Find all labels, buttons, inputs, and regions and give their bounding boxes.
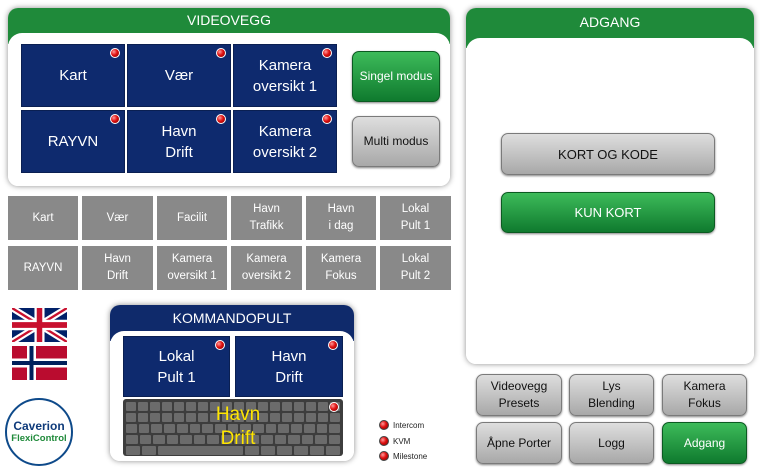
light-blending-button[interactable]: Lys Blending — [569, 374, 654, 416]
access-panel: ADGANG — [466, 8, 754, 364]
logo-line-2: FlexiControl — [11, 433, 67, 444]
source-facilit[interactable]: Facilit — [157, 196, 227, 240]
tile-label: Lokal Pult 1 — [157, 347, 196, 386]
videowall-tile-map[interactable]: Kart — [21, 44, 125, 107]
videowall-tile-camera-overview-2[interactable]: Kamera oversikt 2 — [233, 110, 337, 173]
uk-flag-icon[interactable] — [12, 308, 67, 342]
status-label: KVM — [393, 436, 411, 446]
status-dot-icon — [322, 114, 332, 124]
single-mode-button[interactable]: Singel modus — [352, 51, 440, 102]
status-dot-icon — [215, 340, 225, 350]
source-lokal-pult-2[interactable]: Lokal Pult 2 — [380, 246, 451, 290]
tile-label: RAYVN — [47, 133, 99, 150]
status-label: Milestone — [393, 451, 428, 461]
access-button[interactable]: Adgang — [662, 422, 747, 464]
source-lokal-pult-1[interactable]: Lokal Pult 1 — [380, 196, 451, 240]
tile-label: Havn Drift — [161, 122, 197, 161]
log-button[interactable]: Logg — [569, 422, 654, 464]
norway-flag-icon[interactable] — [12, 346, 67, 380]
open-gates-button[interactable]: Åpne Porter — [476, 422, 562, 464]
status-intercom: Intercom — [379, 420, 424, 430]
status-dot-icon — [110, 48, 120, 58]
status-led-icon — [379, 420, 389, 430]
tile-label: Kart — [59, 67, 87, 84]
card-and-code-button[interactable]: KORT OG KODE — [501, 133, 715, 175]
source-kart[interactable]: Kart — [8, 196, 78, 240]
source-kamera-oversikt-1[interactable]: Kamera oversikt 1 — [157, 246, 227, 290]
keyboard-icon[interactable]: Havn Drift — [123, 399, 343, 456]
status-dot-icon — [110, 114, 120, 124]
videowall-tile-weather[interactable]: Vær — [127, 44, 231, 107]
source-havn-idag[interactable]: Havn i dag — [306, 196, 376, 240]
console-tile-havn-drift[interactable]: Havn Drift — [235, 336, 343, 397]
source-havn-trafikk[interactable]: Havn Trafikk — [231, 196, 302, 240]
tile-label: Kamera oversikt 2 — [252, 122, 318, 161]
card-only-button[interactable]: KUN KORT — [501, 192, 715, 233]
videowall-presets-button[interactable]: Videovegg Presets — [476, 374, 562, 416]
status-dot-icon — [216, 114, 226, 124]
source-kamera-oversikt-2[interactable]: Kamera oversikt 2 — [231, 246, 302, 290]
status-milestone: Milestone — [379, 451, 427, 461]
keyboard-target-label: Havn Drift — [215, 404, 261, 449]
source-rayvn[interactable]: RAYVN — [8, 246, 78, 290]
source-kamera-fokus[interactable]: Kamera Fokus — [306, 246, 376, 290]
videowall-tile-harbor-ops[interactable]: Havn Drift — [127, 110, 231, 173]
source-havn-drift[interactable]: Havn Drift — [82, 246, 153, 290]
multi-mode-button[interactable]: Multi modus — [352, 116, 440, 167]
tile-label: Vær — [164, 67, 194, 84]
tile-label: Kamera oversikt 1 — [252, 56, 318, 95]
status-dot-icon — [329, 402, 339, 412]
status-label: Intercom — [393, 420, 425, 430]
tile-label: Havn Drift — [271, 347, 307, 386]
status-kvm: KVM — [379, 436, 410, 446]
caverion-logo: Caverion FlexiControl — [5, 398, 73, 466]
status-led-icon — [379, 436, 389, 446]
source-vaer[interactable]: Vær — [82, 196, 153, 240]
videowall-tile-camera-overview-1[interactable]: Kamera oversikt 1 — [233, 44, 337, 107]
videowall-tile-rayvn[interactable]: RAYVN — [21, 110, 125, 173]
status-led-icon — [379, 451, 389, 461]
status-dot-icon — [216, 48, 226, 58]
status-dot-icon — [322, 48, 332, 58]
camera-focus-button[interactable]: Kamera Fokus — [662, 374, 747, 416]
logo-line-1: Caverion — [13, 419, 65, 433]
status-dot-icon — [328, 340, 338, 350]
console-tile-lokal-pult-1[interactable]: Lokal Pult 1 — [123, 336, 230, 397]
